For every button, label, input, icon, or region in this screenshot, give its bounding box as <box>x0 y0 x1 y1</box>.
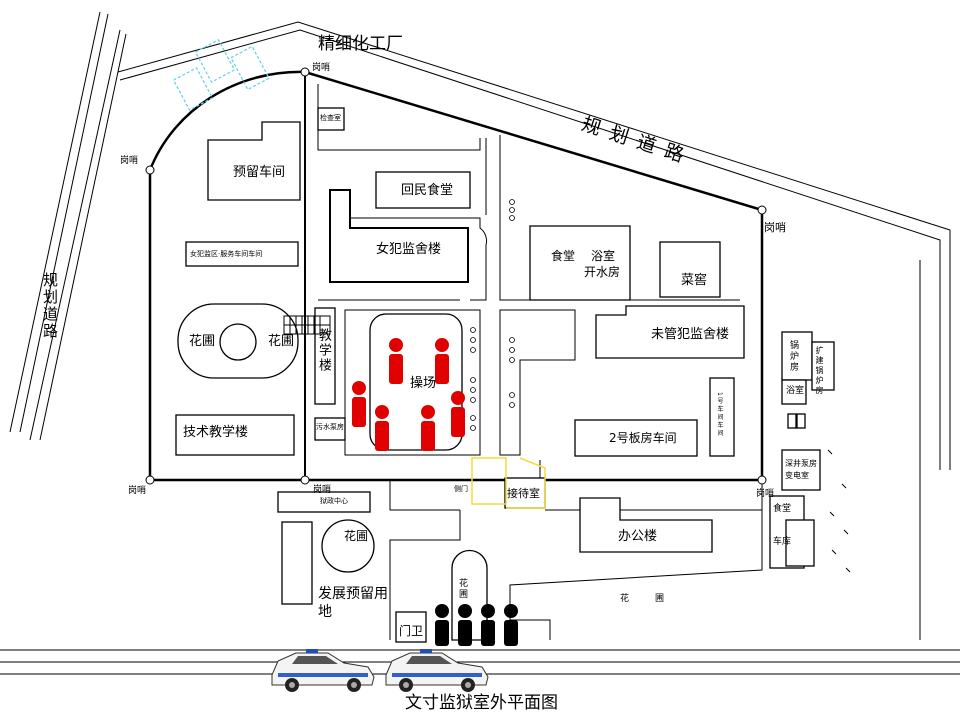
label-tech-building: 技术教学楼 <box>183 425 249 440</box>
label-teaching: 教学楼 <box>316 328 331 373</box>
label-dev-land: 发展预留用地 <box>318 586 388 620</box>
label-side-gate: 侧门 <box>454 485 468 493</box>
building-reception <box>504 477 546 509</box>
building-cellar <box>659 241 721 298</box>
label-garden-center: 花圃 <box>344 529 369 543</box>
label-sewage: 污水泵房 <box>316 423 344 431</box>
label-boiler-water: 开水房 <box>584 265 621 279</box>
watchtower-label: 岗哨 <box>756 489 775 499</box>
label-garden-right: 花圃 <box>268 334 295 349</box>
map-caption: 文寸监狱室外平面图 <box>405 693 558 713</box>
internal-roads <box>317 84 763 640</box>
label-garden-left: 花圃 <box>189 334 216 349</box>
person-black-icon <box>481 604 495 646</box>
watchtower-label: 岗哨 <box>312 63 331 73</box>
label-juvenile-block: 未管犯监舍楼 <box>651 327 730 342</box>
label-control-center: 狱政中心 <box>320 497 348 505</box>
label-female-workshop-small: 女犯监区·服务车间车间 <box>190 250 263 258</box>
label-gate-guard: 门卫 <box>399 624 424 638</box>
watchtower-label: 岗哨 <box>313 485 332 495</box>
label-female-block: 女犯监舍楼 <box>376 242 442 257</box>
label-reserved-workshop: 预留车间 <box>233 165 286 180</box>
garden-center-bed <box>321 519 375 573</box>
label-small-side-building: 1号车间车间 <box>716 392 723 438</box>
building-tech <box>175 414 295 456</box>
building-boiler <box>781 331 813 381</box>
label-board-workshop: 2号板房车间 <box>609 431 677 445</box>
label-hui-canteen: 回民食堂 <box>401 183 454 198</box>
building-garage <box>785 519 815 567</box>
label-bath-small: 浴室 <box>786 386 805 396</box>
label-garden-east: 花圃 <box>620 594 691 604</box>
person-red-icon <box>352 381 366 427</box>
police-car-icon <box>385 649 489 692</box>
label-office: 办公楼 <box>618 529 658 544</box>
label-cellar: 菜窖 <box>681 273 708 288</box>
building-control-center <box>277 491 371 513</box>
east-markers <box>827 449 851 573</box>
person-black-icon <box>504 604 518 646</box>
label-reception: 接待室 <box>507 487 540 500</box>
watchtower-label: 岗哨 <box>120 156 139 166</box>
label-playground: 操场 <box>410 376 437 391</box>
label-check-room: 检查室 <box>320 114 341 122</box>
solar-panels <box>172 39 270 111</box>
guard-figures <box>435 604 518 646</box>
road-label-factory: 精细化工厂 <box>318 34 403 54</box>
building-canteen-bath <box>529 225 631 301</box>
watchtower-markers <box>145 67 767 485</box>
building-expand-boiler <box>811 341 835 391</box>
person-red-icon <box>389 338 403 384</box>
building-board-workshop <box>574 419 698 457</box>
building-hui-canteen <box>375 171 471 209</box>
person-red-icon <box>421 405 435 451</box>
person-red-icon <box>451 391 465 437</box>
person-black-icon <box>458 604 472 646</box>
building-juvenile-block <box>595 305 745 359</box>
building-side-small <box>709 377 735 457</box>
inmate-figures <box>352 338 465 451</box>
watchtower-label: 岗哨 <box>764 221 786 234</box>
label-garden-gate: 花圃 <box>457 578 467 600</box>
teaching-grid <box>283 315 331 335</box>
person-black-icon <box>435 604 449 646</box>
person-red-icon <box>435 338 449 384</box>
building-well-pump <box>781 449 821 491</box>
tree-markers <box>470 199 515 431</box>
label-expand-boiler: 扩建锅炉房 <box>815 346 824 396</box>
person-red-icon <box>375 405 389 451</box>
building-female-small <box>185 241 299 267</box>
road-label-planned-w: 规划道路 <box>41 272 59 340</box>
buildings <box>175 107 835 643</box>
label-canteen: 食堂 <box>551 249 576 263</box>
watchtower-label: 岗哨 <box>128 486 147 496</box>
building-female-block <box>329 189 469 283</box>
label-bathroom: 浴室 <box>591 249 616 263</box>
label-well-pump: 深井泵房变电室 <box>785 459 817 480</box>
building-bath-small <box>781 379 807 405</box>
garden-gate-bed <box>451 549 488 641</box>
label-boiler-room: 锅炉房 <box>788 340 798 373</box>
building-office <box>579 497 713 553</box>
police-car-icon <box>271 649 375 692</box>
building-dev-land <box>281 521 313 605</box>
building-sewage <box>314 417 346 441</box>
gardens <box>177 303 488 641</box>
building-gate-guard <box>395 611 427 643</box>
building-check-room <box>317 107 345 131</box>
building-reserved-workshop <box>207 121 301 201</box>
label-garage: 车库 <box>773 537 792 547</box>
reception-yellow-outline <box>471 457 546 509</box>
label-staff-canteen: 食堂 <box>773 504 792 514</box>
